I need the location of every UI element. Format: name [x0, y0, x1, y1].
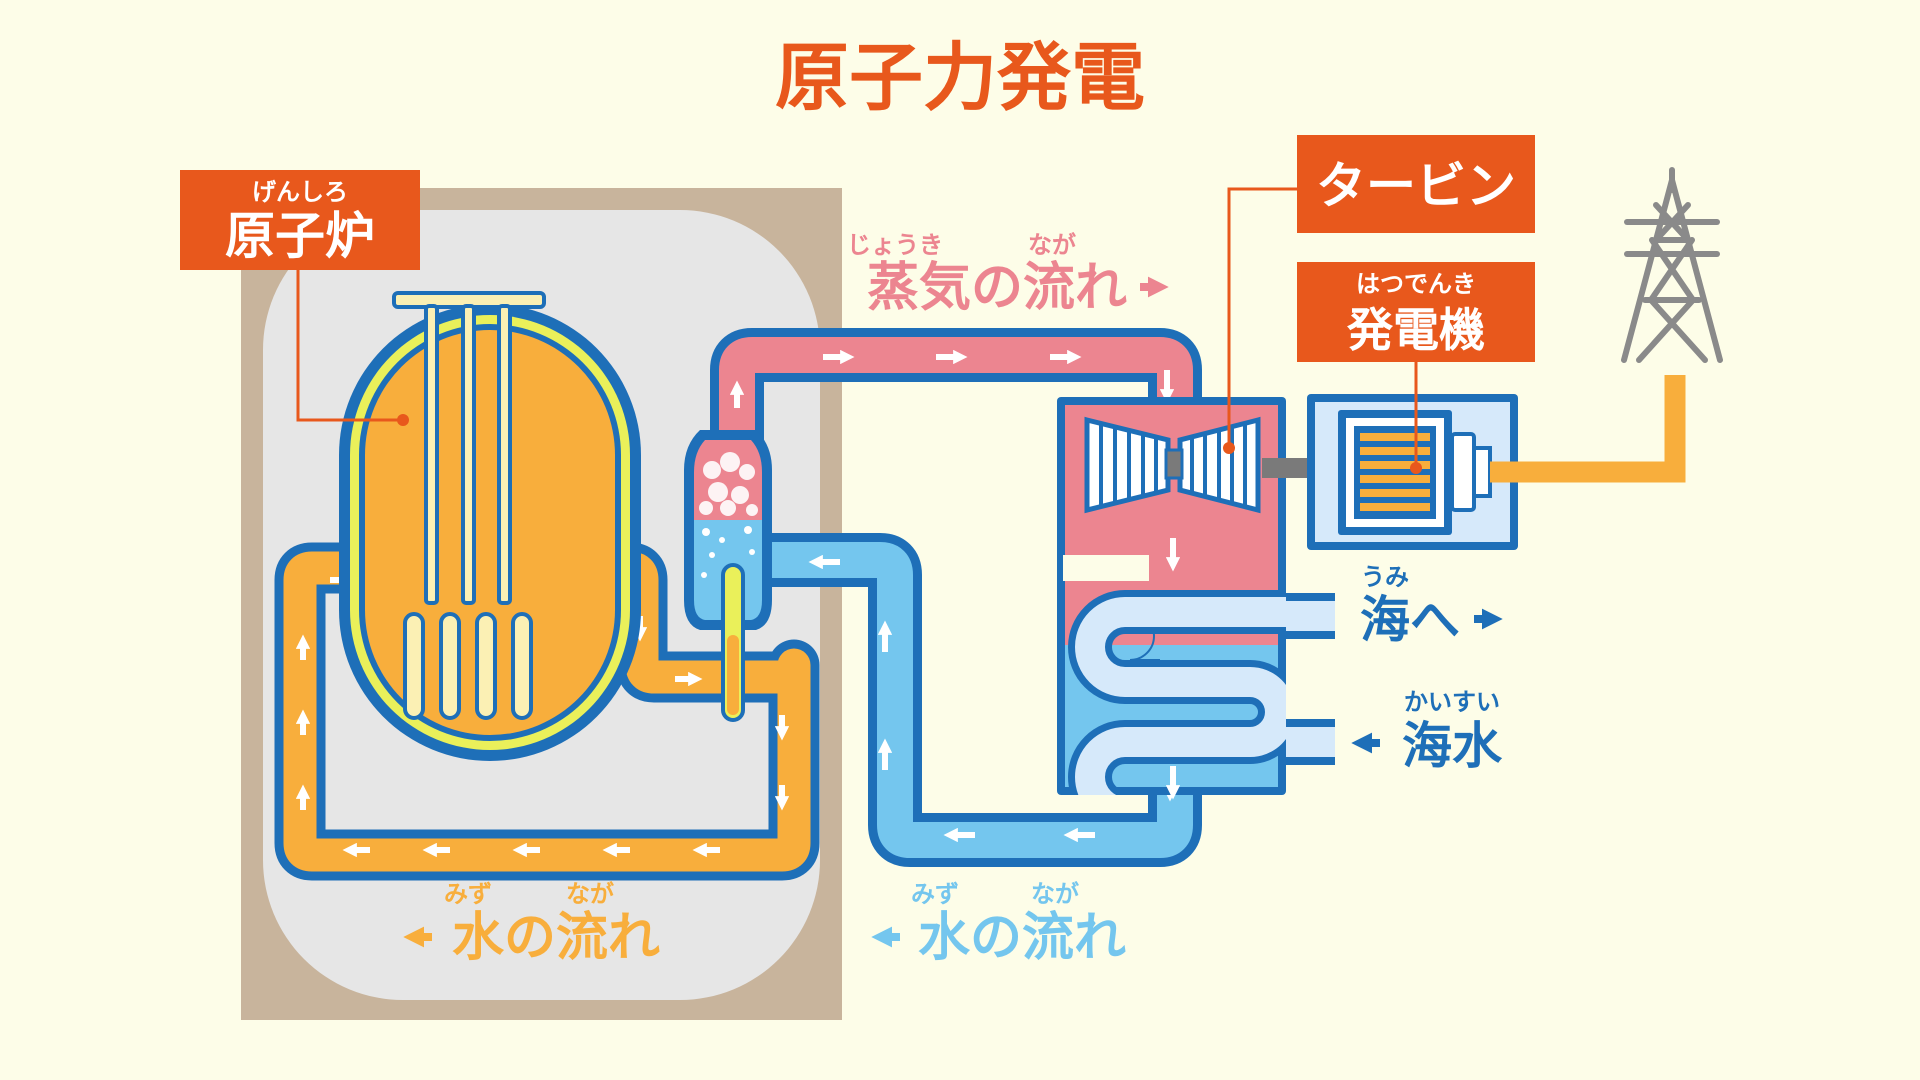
seawater-text: 海水: [1402, 717, 1503, 775]
steam-generator: [684, 430, 772, 722]
steam-flow-label: じょうき なが 蒸気の流れ: [847, 231, 1169, 318]
transmission-tower-icon: [1621, 167, 1723, 363]
fuel-rods: [403, 612, 533, 720]
water-flow-reactor-ruby-2: なが: [566, 880, 614, 908]
turbine-icon: [1084, 416, 1261, 514]
steam-flow-text: 蒸気の流れ: [867, 258, 1127, 318]
primary-loop: [274, 542, 820, 881]
generator-leader-dot: [1410, 462, 1422, 474]
reactor-label-ruby: げんしろ: [252, 178, 348, 206]
steam-flow-ruby-1: じょうき: [847, 231, 943, 259]
reactor-leader-dot: [397, 414, 409, 426]
reactor-label: げんしろ 原子炉: [180, 170, 420, 270]
condenser-coil-icon: [1068, 590, 1286, 795]
seawater-ruby: かいすい: [1404, 688, 1500, 716]
generator-label-ruby: はつでんき: [1356, 270, 1476, 298]
to-sea-label: うみ 海へ: [1360, 563, 1503, 649]
turbine-label-text: タービン: [1316, 157, 1516, 215]
reactor-label-text: 原子炉: [225, 207, 375, 265]
water-flow-reactor-label: みず なが 水の流れ: [403, 880, 660, 968]
water-flow-reactor-ruby-1: みず: [444, 880, 492, 908]
water-flow-cooling-text: 水の流れ: [918, 908, 1126, 968]
control-rods: [392, 291, 546, 605]
generator-label-text: 発電機: [1347, 303, 1485, 357]
water-flow-cooling-label: みず なが 水の流れ: [871, 880, 1126, 968]
turbine-leader-line: [1227, 187, 1297, 445]
feedwater-pipe: [770, 533, 1202, 867]
to-sea-text: 海へ: [1360, 591, 1460, 649]
turbine-shaft: [1262, 458, 1314, 478]
to-sea-ruby: うみ: [1361, 563, 1409, 591]
page-title: 原子力発電: [775, 35, 1145, 121]
water-flow-cooling-ruby-1: みず: [911, 880, 959, 908]
seawater-pipes: [1286, 593, 1335, 765]
steam-pipe-arrows: [729, 349, 1175, 408]
seawater-label: かいすい 海水: [1351, 688, 1503, 775]
water-flow-reactor-text: 水の流れ: [452, 908, 660, 968]
steam-flow-ruby-2: なが: [1028, 231, 1076, 259]
turbine-leader-dot: [1223, 442, 1235, 454]
power-line: [1490, 375, 1686, 483]
turbine-label: タービン: [1297, 135, 1535, 233]
water-flow-cooling-ruby-2: なが: [1031, 880, 1079, 908]
primary-loop-arrows: [295, 572, 790, 858]
reactor-leader-line: [296, 270, 400, 422]
generator-label: はつでんき 発電機: [1297, 262, 1535, 362]
